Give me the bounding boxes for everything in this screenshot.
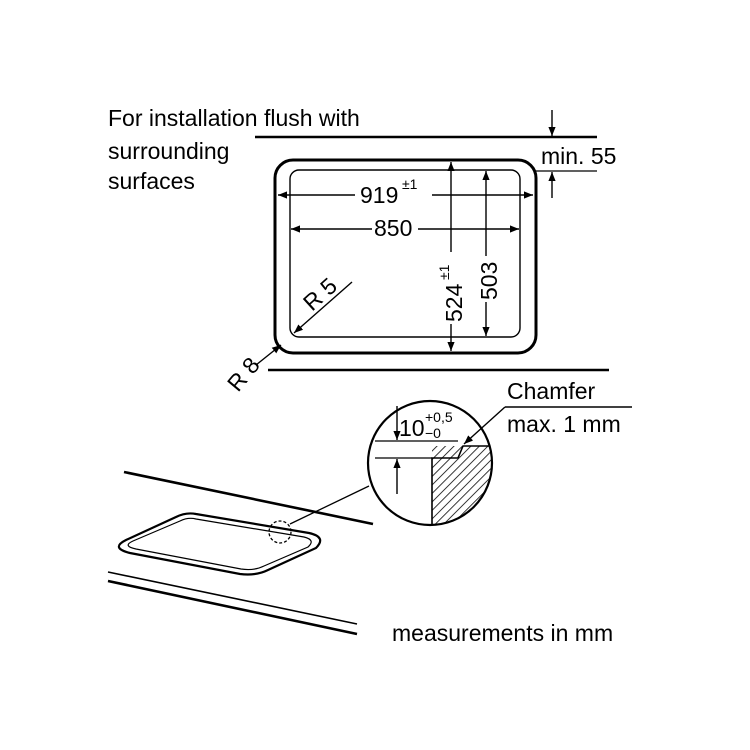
chamfer-label-line2: max. 1 mm [507, 411, 621, 437]
inner-height-label-group: 503 [473, 256, 502, 302]
outer-width-label-group: 919 ±1 [355, 176, 432, 208]
inner-height-label: 503 [476, 262, 502, 300]
perspective-worktop-front-edge-1 [107, 571, 358, 625]
perspective-cutout-inner [127, 517, 312, 571]
inner-radius-leader [293, 281, 353, 334]
worktop-section-outline [431, 445, 492, 525]
units-note: measurements in mm [392, 620, 613, 646]
inner-width-label-group: 850 [372, 214, 418, 241]
chamfer-leader-diagonal [463, 406, 506, 445]
perspective-worktop-back-edge [123, 470, 374, 526]
install-note-line3: surfaces [108, 168, 195, 194]
outer-height-tolerance: ±1 [436, 264, 452, 280]
outer-height-label: 524 [441, 283, 467, 322]
perspective-worktop-front-edge-2 [107, 579, 358, 636]
detail-tolerance-lower: −0 [425, 425, 441, 441]
outer-width-tolerance: ±1 [402, 176, 418, 192]
inner-radius-label: R 5 [298, 272, 342, 315]
outer-radius-label: R 8 [222, 352, 265, 396]
perspective-cutout-outer [117, 512, 322, 576]
cutout-outer-outline [273, 158, 538, 355]
detail-circle-outline [366, 399, 494, 527]
chamfer-label-line1: Chamfer [507, 378, 596, 404]
outer-height-label-group: 524 ±1 [436, 252, 467, 324]
detail-tolerance-upper: +0,5 [425, 409, 453, 425]
detail-step-height-label: 10 [399, 415, 425, 441]
inner-width-label: 850 [374, 215, 412, 241]
detail-circle-view: 10 +0,5 −0 [366, 399, 494, 527]
install-note-line1: For installation flush with [108, 105, 360, 131]
perspective-detail-marker [268, 520, 292, 544]
min-depth-label: min. 55 [541, 143, 616, 169]
outer-radius-leader [255, 344, 282, 366]
perspective-detail-leader [289, 485, 370, 525]
install-note-line2: surrounding [108, 138, 229, 164]
cutout-inner-outline [289, 169, 521, 338]
outer-width-label: 919 [360, 182, 398, 208]
